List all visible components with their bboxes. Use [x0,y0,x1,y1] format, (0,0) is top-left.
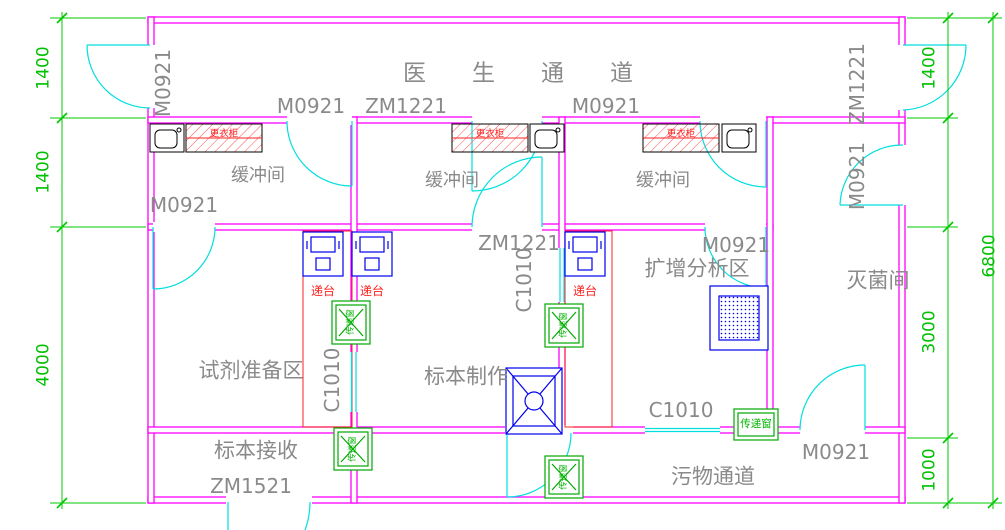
room-label-amplification: 扩增分析区 [644,256,750,281]
door-code-amplification: M0921 [701,233,771,257]
door-code-left-top: M0921 [151,48,175,118]
room-label-specimen-making: 标本制作 [424,364,508,389]
transfer-window-label-2: 传递窗 [558,312,569,338]
transfer-window-label-5: 传递窗 [740,417,772,430]
windows [350,248,720,433]
room-label-reagent-prep: 试剂准备区 [198,358,304,383]
transfer-window-label-4: 传递窗 [558,464,569,490]
room-label-buffer-3: 缓冲间 [636,170,690,191]
door-code-buffer1-lower: M0921 [149,193,219,217]
door-code-receiving: ZM1521 [210,474,292,498]
window-code-center: C1010 [512,247,536,313]
dim-left-1400b: 1400 [33,150,54,194]
dim-right-3000: 3000 [919,310,940,354]
wash-basins [149,123,757,153]
door-code-buffer2-top: ZM1221 [365,94,447,118]
door-code-right-top: ZM1221 [845,43,869,125]
door-code-sterilization: M0921 [801,440,871,464]
floor-sink-unit [505,367,563,435]
autoclave-unit [709,285,769,351]
room-label-buffer-2: 缓冲间 [425,170,479,191]
window-code-left: C1010 [320,347,344,413]
transfer-windows [331,300,779,499]
door-code-buffer3-top: M0921 [571,94,641,118]
room-label-sterilization: 灭菌间 [846,268,910,293]
dim-right-1000: 1000 [919,448,940,492]
pass-counter-label-3: 递台 [572,284,598,298]
door-swings [86,44,967,530]
door-code-buffer1-top: M0921 [276,94,346,118]
pass-counter-label-2: 递台 [359,284,385,298]
dim-left-1400a: 1400 [33,46,54,90]
dimension-lines [50,12,1002,509]
transfer-window-label-1: 传递窗 [345,309,356,335]
dim-right-1400: 1400 [919,46,940,90]
cabinet-label-2: 更衣柜 [475,128,505,140]
pass-counters [302,231,606,277]
cabinet-label-3: 更衣柜 [666,128,696,140]
window-code-right: C1010 [648,398,714,422]
dim-left-4000: 4000 [33,343,54,387]
room-label-doctor-corridor: 医生通道 [403,60,679,87]
transfer-window-label-3: 传递窗 [347,436,358,462]
cabinet-label-1: 更衣柜 [209,128,239,140]
room-label-waste-corridor: 污物通道 [671,464,755,489]
room-label-receiving: 标本接收 [214,438,298,463]
changing-cabinets [185,123,720,153]
dim-overall-6800: 6800 [979,234,1000,278]
door-code-buffer2-lower: ZM1221 [478,231,560,255]
door-code-right-mid: M0921 [845,141,869,211]
room-label-buffer-1: 缓冲间 [231,165,285,186]
pass-counter-label-1: 递台 [310,284,336,298]
